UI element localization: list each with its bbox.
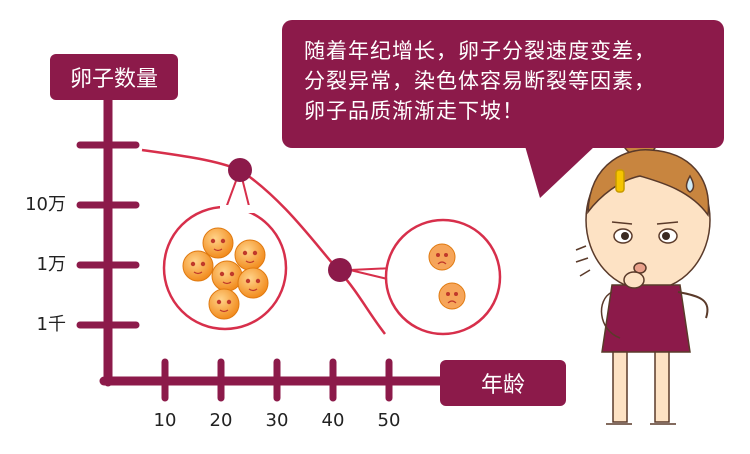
older-eggs-group [428, 243, 466, 310]
curve-point-young [228, 158, 252, 182]
young-eggs-group [182, 227, 269, 320]
egg-cell-icon [208, 288, 240, 320]
y-axis-title: 卵子数量 [50, 54, 178, 100]
egg-cell-icon [237, 267, 269, 299]
egg-cell-icon [182, 250, 214, 282]
decline-curve [141, 148, 386, 335]
thinking-girl-illustration [575, 119, 711, 425]
older-eggs-callout [349, 218, 502, 336]
speech-bubble-tail [525, 146, 595, 198]
egg-cell-icon [438, 282, 466, 310]
speech-line: 分裂异常，染色体容易断裂等因素， [304, 69, 656, 93]
egg-cell-icon [428, 243, 456, 271]
egg-cell-icon [202, 227, 234, 259]
speech-line: 随着年纪增长，卵子分裂速度变差， [304, 39, 656, 63]
axes [76, 91, 455, 402]
speech-bubble: 随着年纪增长，卵子分裂速度变差， 分裂异常，染色体容易断裂等因素， 卵子品质渐渐… [282, 20, 724, 148]
x-tick-label: 10 [153, 410, 177, 431]
egg-cell-icon [234, 239, 266, 271]
x-tick-label: 30 [265, 410, 289, 431]
y-tick-label: 10万 [25, 194, 66, 215]
curve-point-older [328, 258, 352, 282]
y-tick-label: 1千 [36, 314, 66, 335]
x-tick-label: 40 [321, 410, 345, 431]
x-axis-title: 年龄 [440, 360, 566, 406]
x-tick-label: 50 [377, 410, 401, 431]
speech-line: 卵子品质渐渐走下坡！ [304, 99, 524, 123]
x-tick-label: 20 [209, 410, 233, 431]
egg-cell-icon [211, 260, 243, 292]
y-tick-label: 1万 [36, 254, 66, 275]
